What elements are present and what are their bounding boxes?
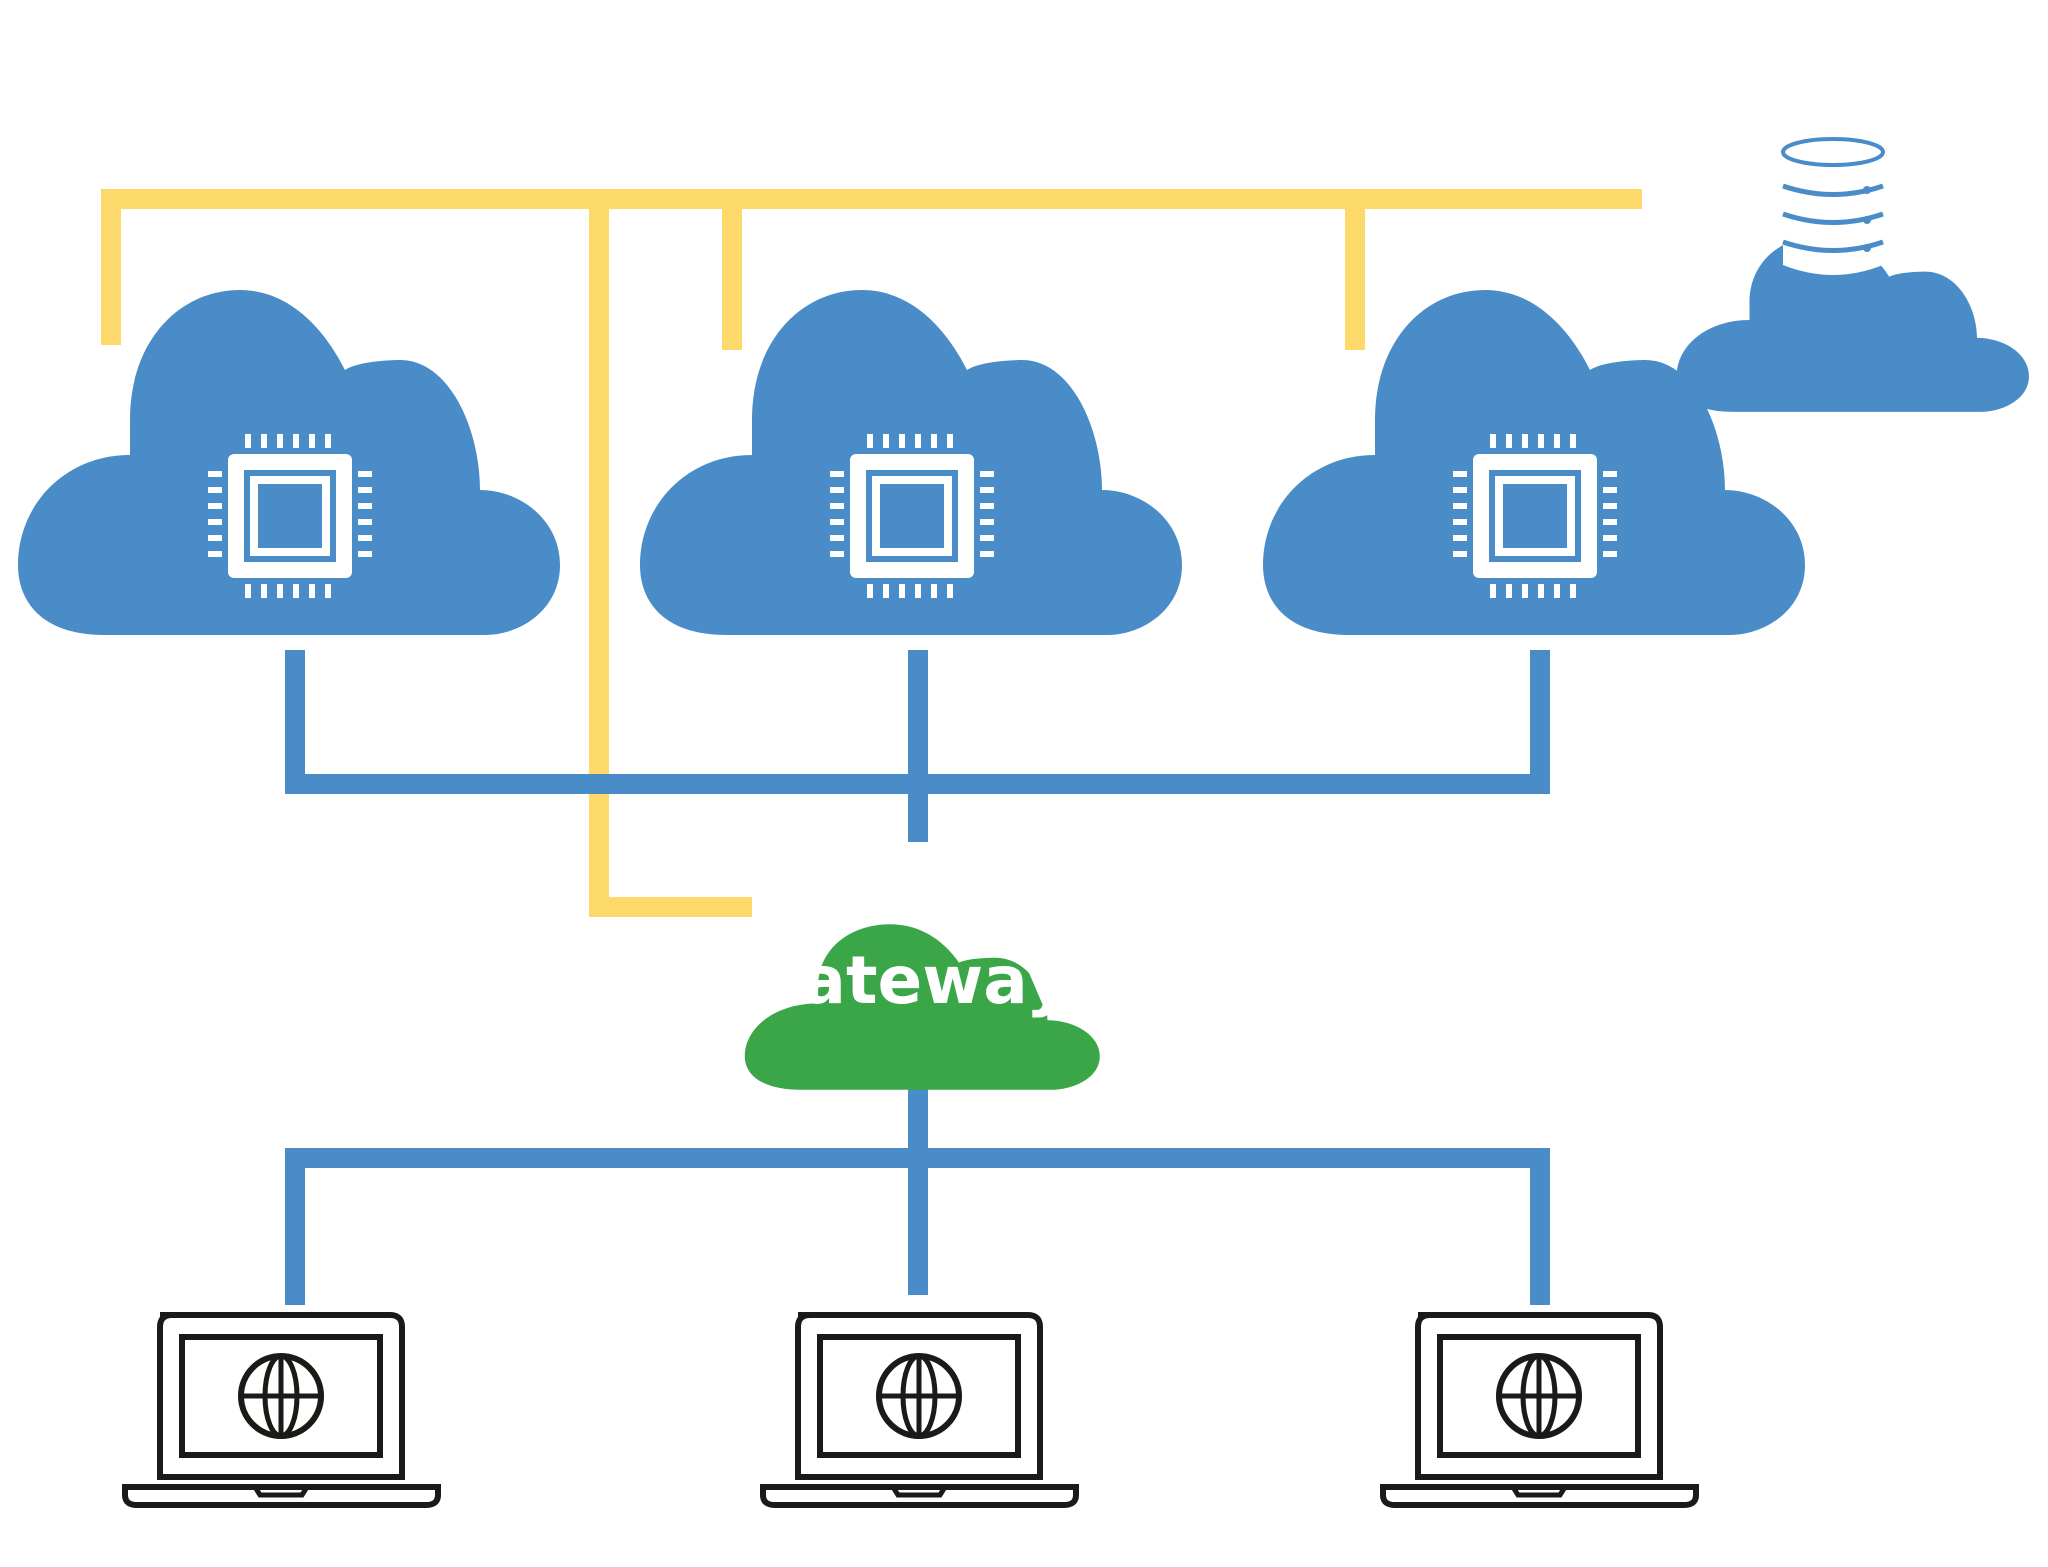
blue-links-lower: [285, 1058, 1550, 1305]
yellow-link-top-bus: [101, 189, 1642, 345]
client-laptop: [1383, 1315, 1696, 1505]
cpu-chip-icon: [830, 434, 994, 598]
blue-link-laptop-bus: [285, 1148, 1550, 1305]
database-icon: [1781, 137, 1885, 275]
compute-cloud: [640, 290, 1182, 635]
blue-links-upper: [285, 650, 1550, 842]
cpu-chip-icon: [208, 434, 372, 598]
client-laptop: [763, 1315, 1076, 1505]
cpu-chip-icon: [1453, 434, 1617, 598]
compute-cloud: [18, 290, 560, 635]
client-laptop: [125, 1315, 438, 1505]
yellow-links: [101, 189, 1642, 917]
yellow-link-gateway: [589, 199, 752, 917]
gateway-label: Gateway: [747, 942, 1069, 1019]
gateway-cloud: Gateway: [744, 924, 1100, 1090]
